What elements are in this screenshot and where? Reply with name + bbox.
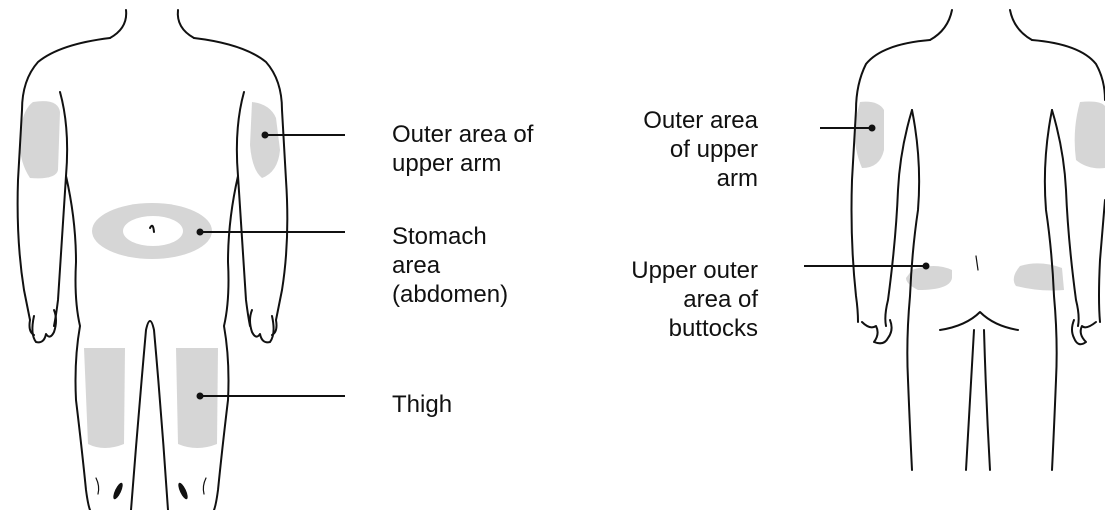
back-right-buttock-site [1014,263,1064,290]
back-left-upper-arm-site [854,102,884,168]
back-upper-arm-dot [869,125,876,132]
front-left-knee-mark [111,482,124,501]
front-stomach-dot [197,229,204,236]
back-buttocks-label: Upper outer area of buttocks [590,256,758,343]
front-body-figure [18,10,288,510]
front-thigh-label: Thigh [392,390,592,419]
back-buttocks-dot [923,263,930,270]
front-stomach-label: Stomach area (abdomen) [392,222,592,309]
back-left-buttock-site [906,266,952,290]
front-right-thigh-site [176,348,218,448]
front-left-thigh-site [84,348,125,448]
back-upper-arm-label: Outer area of upper arm [600,106,758,193]
back-body-figure [852,10,1105,470]
front-upper-arm-label: Outer area of upper arm [392,120,592,178]
front-left-upper-arm-site [20,101,60,178]
front-right-upper-arm-site [250,102,280,178]
front-right-knee-mark [176,482,189,501]
front-upper-arm-dot [262,132,269,139]
back-right-upper-arm-site [1075,102,1105,169]
front-thigh-dot [197,393,204,400]
